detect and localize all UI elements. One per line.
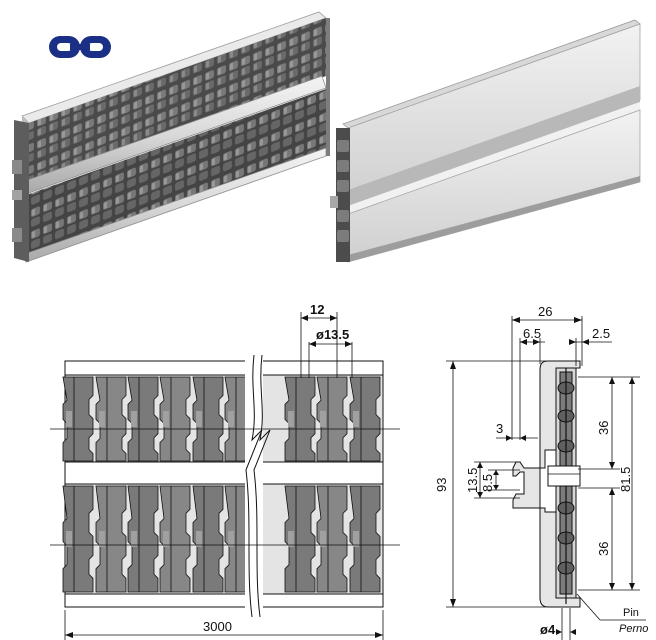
upper-track-value: 36 [596, 421, 611, 435]
pin-label-it: Perno [619, 623, 648, 635]
roller-highlight [320, 531, 326, 547]
roller [349, 376, 381, 462]
height-inner-value: 81.5 [618, 467, 633, 492]
groove-inner-value: 8.5 [480, 474, 495, 492]
roller-highlight [228, 531, 234, 547]
roller-highlight [66, 531, 72, 547]
roller-highlight [131, 411, 137, 427]
roller-track-photo-right [330, 19, 641, 263]
roller-diameter-dimension: ø13.5 [308, 327, 353, 378]
pin-callout: Pin Perno [576, 593, 648, 635]
break-cut [245, 354, 271, 618]
width-a-value: 6.5 [523, 326, 541, 341]
slot-value: 3 [496, 421, 503, 436]
height-total-value: 93 [434, 478, 449, 492]
roller [316, 485, 348, 593]
roller-highlight [288, 531, 294, 547]
roller [316, 376, 348, 462]
roller-highlight [196, 411, 202, 427]
roller [127, 376, 159, 462]
roller-highlight [353, 531, 359, 547]
roller [349, 485, 381, 593]
groove-outer-value: 13.5 [465, 468, 480, 493]
roller [95, 485, 127, 593]
pin-label: Pin [623, 607, 639, 619]
roller-highlight [353, 411, 359, 427]
length-dimension: 3000 [64, 610, 384, 640]
roller-diameter-value: ø13.5 [316, 327, 349, 342]
roller-highlight [163, 531, 169, 547]
roller-highlight [131, 531, 137, 547]
section-profile [512, 360, 581, 608]
height-total-dimension: 93 [434, 360, 546, 608]
width-a-dimension: 6.5 [519, 326, 545, 440]
roller [127, 485, 159, 593]
length-value: 3000 [203, 619, 232, 634]
roller [284, 485, 316, 593]
roller [192, 485, 224, 593]
chain-link-icon [49, 36, 111, 58]
pitch-dimension: 12 [300, 302, 338, 378]
roller [192, 376, 224, 462]
width-total-value: 26 [538, 304, 552, 319]
roller [95, 376, 127, 462]
roller-track-photo-left [12, 11, 330, 263]
roller [62, 485, 94, 593]
slot-dimension: 3 [496, 421, 538, 441]
roller-highlight [99, 531, 105, 547]
roller [284, 376, 316, 462]
roller [159, 485, 191, 593]
groove-dimension: 13.5 8.5 [465, 461, 520, 499]
pin-diameter-dimension: ø4 [540, 608, 576, 640]
section-width-dimension: 26 [511, 304, 583, 440]
roller [62, 376, 94, 462]
roller-highlight [163, 411, 169, 427]
lower-track-value: 36 [596, 542, 611, 556]
roller-highlight [99, 411, 105, 427]
roller-highlight [196, 531, 202, 547]
width-b-dimension: 2.5 [569, 326, 612, 366]
track-height-dimensions: 36 36 81.5 [578, 376, 640, 591]
roller-highlight [66, 411, 72, 427]
roller-highlight [288, 411, 294, 427]
roller-highlight [320, 411, 326, 427]
pin-diameter-value: ø4 [540, 622, 556, 637]
roller-highlight [228, 411, 234, 427]
roller [159, 376, 191, 462]
width-b-value: 2.5 [592, 326, 610, 341]
pitch-value: 12 [310, 302, 324, 317]
center-lines [50, 428, 400, 546]
